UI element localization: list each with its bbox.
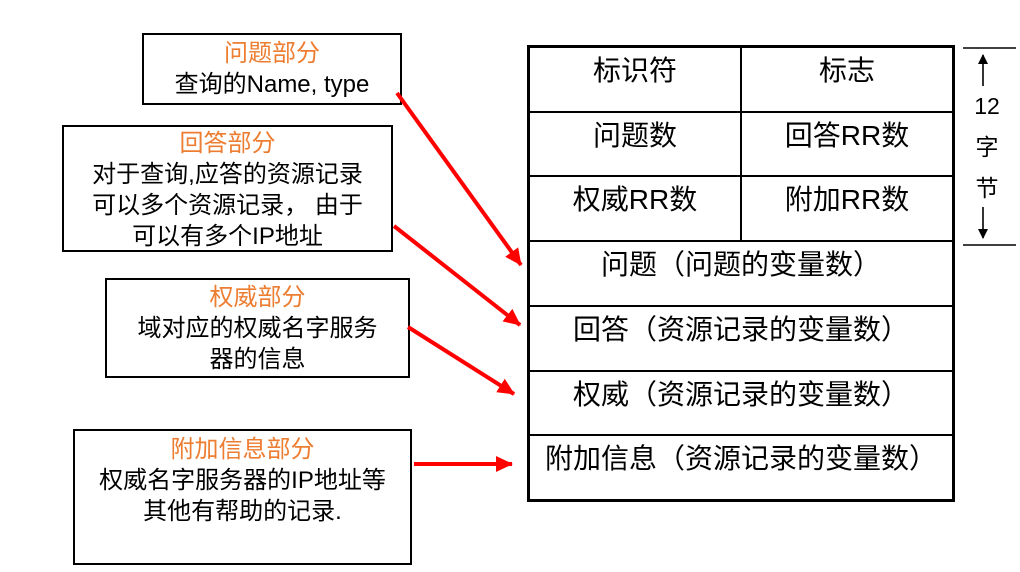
cell-authority-section: 权威（资源记录的变量数） bbox=[572, 378, 909, 410]
byte-count-char-2: 节 bbox=[975, 175, 999, 201]
cell-answer-rr-count: 回答RR数 bbox=[784, 119, 910, 151]
table-row-authority-section: 权威（资源记录的变量数） bbox=[530, 372, 952, 437]
dns-message-table: 标识符 标志 问题数 回答RR数 权威RR数 附加RR数 问题（问题的变量数） … bbox=[527, 45, 955, 502]
callout-body-line: 查询的Name, type bbox=[174, 71, 370, 98]
callout-additional-section: 附加信息部分 权威名字服务器的IP地址等 其他有帮助的记录. bbox=[73, 429, 412, 565]
table-row-question-section: 问题（问题的变量数） bbox=[530, 242, 952, 307]
table-row-additional-section: 附加信息（资源记录的变量数） bbox=[530, 436, 952, 499]
byte-count-label: 12 字 节 bbox=[965, 86, 1009, 209]
byte-count-char-1: 字 bbox=[975, 134, 999, 160]
table-row-header-3: 权威RR数 附加RR数 bbox=[530, 177, 952, 243]
cell-additional-rr-count: 附加RR数 bbox=[784, 184, 910, 216]
callout-title: 附加信息部分 bbox=[170, 436, 315, 463]
callout-body-line: 权威名字服务器的IP地址等 bbox=[99, 467, 386, 494]
callout-body-line: 可以有多个IP地址 bbox=[132, 223, 323, 250]
table-row-header-1: 标识符 标志 bbox=[530, 48, 952, 113]
cell-question-count: 问题数 bbox=[530, 112, 742, 176]
table-row-header-2: 问题数 回答RR数 bbox=[530, 112, 952, 178]
callout-answer-section: 回答部分 对于查询,应答的资源记录 可以多个资源记录， 由于 可以有多个IP地址 bbox=[62, 125, 393, 252]
callout-body-line: 对于查询,应答的资源记录 bbox=[92, 161, 363, 188]
callout-body-line: 其他有帮助的记录. bbox=[143, 498, 342, 525]
byte-count-number: 12 bbox=[974, 93, 1000, 119]
callout-body-line: 可以多个资源记录， 由于 bbox=[92, 192, 363, 219]
callout-title: 问题部分 bbox=[224, 40, 320, 67]
cell-additional-section: 附加信息（资源记录的变量数） bbox=[544, 443, 937, 475]
callout-body-line: 器的信息 bbox=[209, 346, 306, 373]
cell-question-section: 问题（问题的变量数） bbox=[600, 249, 881, 281]
arrow-authority-section bbox=[406, 325, 516, 396]
cell-identifier: 标识符 bbox=[530, 48, 742, 111]
arrow-answer-section bbox=[392, 224, 522, 327]
cell-authority-rr-count: 权威RR数 bbox=[530, 177, 742, 241]
callout-authority-section: 权威部分 域对应的权威名字服务 器的信息 bbox=[105, 278, 410, 378]
table-row-answer-section: 回答（资源记录的变量数） bbox=[530, 307, 952, 372]
arrow-question-section bbox=[395, 91, 523, 267]
callout-body-line: 域对应的权威名字服务 bbox=[137, 315, 378, 342]
callout-title: 回答部分 bbox=[179, 130, 276, 157]
callout-title: 权威部分 bbox=[209, 284, 306, 311]
callout-question-section: 问题部分 查询的Name, type bbox=[142, 33, 402, 105]
cell-flags: 标志 bbox=[818, 55, 875, 86]
cell-answer-section: 回答（资源记录的变量数） bbox=[572, 313, 909, 345]
